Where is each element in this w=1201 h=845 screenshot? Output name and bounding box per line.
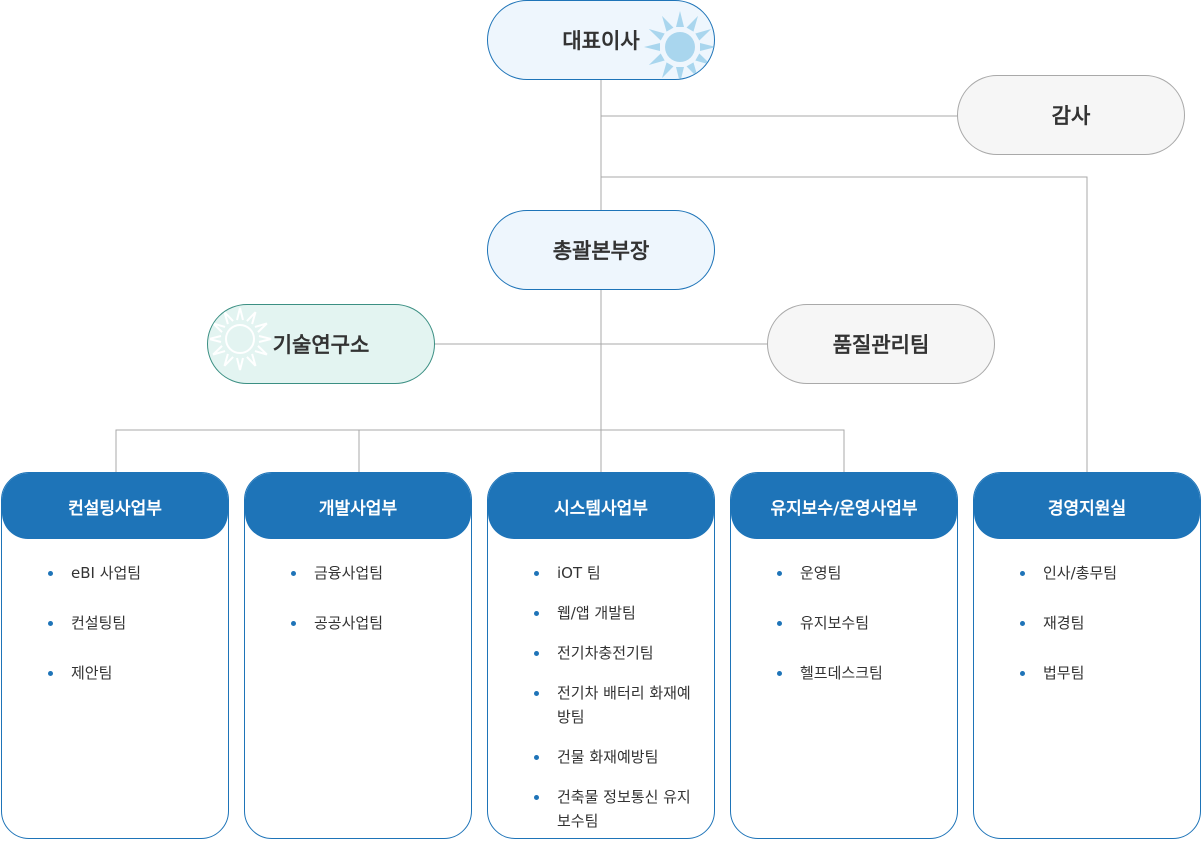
team-item: 유지보수팀 — [731, 611, 957, 635]
research-lab-label: 기술연구소 — [272, 333, 370, 357]
quality-team-label: 품질관리팀 — [832, 333, 930, 357]
ceo-label: 대표이사 — [562, 29, 640, 53]
division-card-system: 시스템사업부 iOT 팀 웹/앱 개발팀 전기차충전기팀 전기차 배터리 화재예… — [487, 472, 715, 839]
general-manager-node: 총괄본부장 — [487, 210, 715, 290]
team-list: eBI 사업팀 컨설팅팀 제안팀 — [2, 539, 228, 685]
sun-icon — [644, 11, 714, 79]
team-list: iOT 팀 웹/앱 개발팀 전기차충전기팀 전기차 배터리 화재예방팀 건물 화… — [488, 539, 714, 833]
team-item: 운영팀 — [731, 561, 957, 585]
team-item: 인사/총무팀 — [974, 561, 1200, 585]
team-item: 건축물 정보통신 유지보수팀 — [488, 785, 714, 833]
audit-node: 감사 — [957, 75, 1185, 155]
division-card-development: 개발사업부 금융사업팀 공공사업팀 — [244, 472, 472, 839]
team-item: iOT 팀 — [488, 561, 714, 585]
research-lab-node: 기술연구소 — [207, 304, 435, 384]
team-list: 운영팀 유지보수팀 헬프데스크팀 — [731, 539, 957, 685]
team-item: eBI 사업팀 — [2, 561, 228, 585]
team-item: 건물 화재예방팀 — [488, 745, 714, 769]
division-title: 시스템사업부 — [488, 473, 714, 539]
team-item: 전기차충전기팀 — [488, 641, 714, 665]
team-item: 금융사업팀 — [245, 561, 471, 585]
team-list: 금융사업팀 공공사업팀 — [245, 539, 471, 635]
team-item: 재경팀 — [974, 611, 1200, 635]
quality-team-node: 품질관리팀 — [767, 304, 995, 384]
team-item: 웹/앱 개발팀 — [488, 601, 714, 625]
general-manager-label: 총괄본부장 — [552, 239, 650, 263]
division-title: 경영지원실 — [974, 473, 1200, 539]
team-item: 전기차 배터리 화재예방팀 — [488, 681, 714, 729]
division-title: 컨설팅사업부 — [2, 473, 228, 539]
division-card-maintenance: 유지보수/운영사업부 운영팀 유지보수팀 헬프데스크팀 — [730, 472, 958, 839]
team-item: 헬프데스크팀 — [731, 661, 957, 685]
sun-icon — [210, 307, 272, 371]
team-item: 법무팀 — [974, 661, 1200, 685]
team-list: 인사/총무팀 재경팀 법무팀 — [974, 539, 1200, 685]
team-item: 컨설팅팀 — [2, 611, 228, 635]
ceo-node: 대표이사 — [487, 0, 715, 80]
division-card-consulting: 컨설팅사업부 eBI 사업팀 컨설팅팀 제안팀 — [1, 472, 229, 839]
team-item: 공공사업팀 — [245, 611, 471, 635]
division-title: 유지보수/운영사업부 — [731, 473, 957, 539]
team-item: 제안팀 — [2, 661, 228, 685]
division-card-management-support: 경영지원실 인사/총무팀 재경팀 법무팀 — [973, 472, 1201, 839]
audit-label: 감사 — [1051, 104, 1091, 128]
division-title: 개발사업부 — [245, 473, 471, 539]
